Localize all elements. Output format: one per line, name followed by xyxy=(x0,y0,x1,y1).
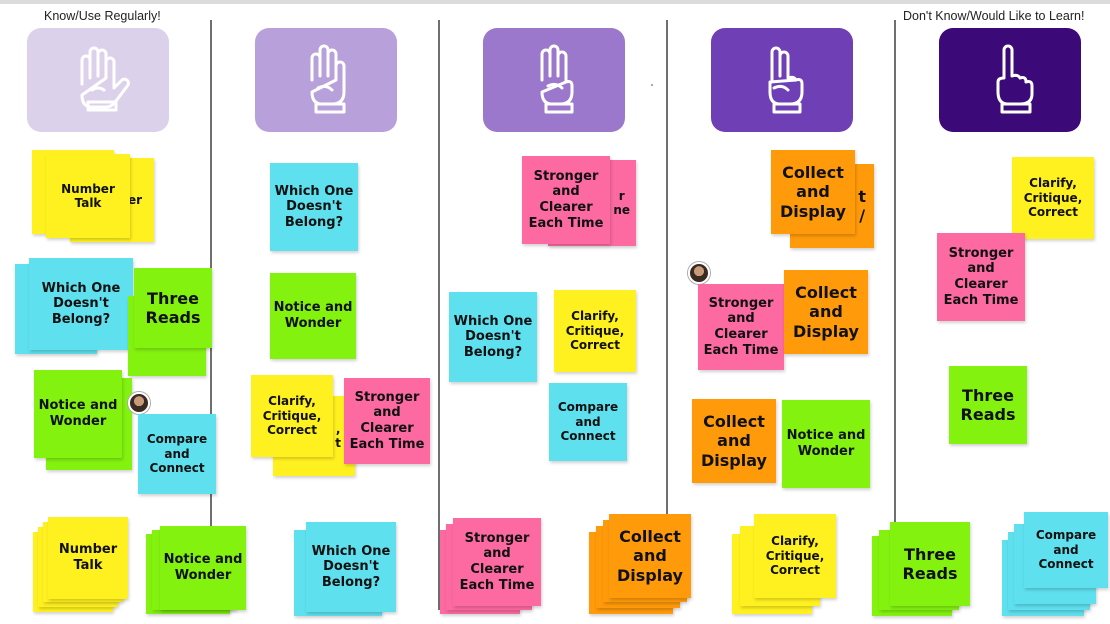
note-text: Three Reads xyxy=(145,288,201,327)
sticky-note-notice-wonder[interactable]: Notice and Wonder xyxy=(782,400,870,488)
sticky-note-notice-wonder[interactable]: Notice and Wonder xyxy=(160,526,246,610)
note-text: Number Talk xyxy=(61,181,115,210)
sticky-note-three-reads[interactable]: Three Reads xyxy=(890,522,970,606)
hand-box-five xyxy=(27,28,169,132)
note-text: t / xyxy=(858,186,866,225)
note-text: Which One Doesn't Belong? xyxy=(41,280,121,327)
sticky-note-collect[interactable]: Collect and Display xyxy=(771,150,855,234)
note-text: Compare and Connect xyxy=(146,432,208,476)
sticky-note-clarify[interactable]: Clarify, Critique, Correct xyxy=(251,375,333,457)
sticky-note-compare-connect[interactable]: Compare and Connect xyxy=(138,414,216,494)
sticky-note-stronger[interactable]: Stronger and Clearer Each Time xyxy=(344,378,430,464)
note-text: Three Reads xyxy=(960,385,1016,424)
note-text: Collect and Display xyxy=(793,283,859,341)
sticky-note-stronger[interactable]: Stronger and Clearer Each Time xyxy=(937,233,1025,321)
sticky-note-three-reads[interactable]: Three Reads xyxy=(134,268,212,348)
column-divider xyxy=(894,20,896,540)
sticky-note-notice-wonder[interactable]: Notice and Wonder xyxy=(34,370,122,458)
note-text: Stronger and Clearer Each Time xyxy=(703,295,779,358)
sticky-note-three-reads[interactable]: Three Reads xyxy=(949,366,1027,444)
note-text: Three Reads xyxy=(902,544,958,583)
one-finger-icon xyxy=(996,44,1034,114)
note-text: , t xyxy=(335,421,341,450)
note-text: Number Talk xyxy=(58,542,118,573)
hand-box-three xyxy=(483,28,625,132)
note-text: Compare and Connect xyxy=(1035,528,1097,572)
note-text: r ne xyxy=(613,188,630,217)
hand-box-one xyxy=(939,28,1081,132)
sticky-note-notice-wonder[interactable]: Notice and Wonder xyxy=(270,273,356,359)
board-top-edge xyxy=(0,0,1110,4)
know-use-label: Know/Use Regularly! xyxy=(44,9,161,23)
note-text: Collect and Display xyxy=(780,163,846,221)
note-text: Stronger and Clearer Each Time xyxy=(349,389,425,452)
note-text: er xyxy=(127,192,142,207)
sticky-note-number-talk[interactable]: Number Talk xyxy=(48,517,128,599)
dont-know-label: Don't Know/Would Like to Learn! xyxy=(903,9,1085,23)
note-text: Collect and Display xyxy=(701,412,767,470)
note-text: Collect and Display xyxy=(617,527,683,585)
sticky-note-stronger[interactable]: Stronger and Clearer Each Time xyxy=(522,156,610,244)
note-text: Stronger and Clearer Each Time xyxy=(943,245,1019,308)
stray-dot xyxy=(651,84,653,86)
sticky-note-collect[interactable]: Collect and Display xyxy=(609,514,691,598)
note-text: Which One Doesn't Belong? xyxy=(274,183,354,230)
sticky-note-clarify[interactable]: Clarify, Critique, Correct xyxy=(554,290,636,372)
sticky-note-which-one[interactable]: Which One Doesn't Belong? xyxy=(29,258,133,350)
note-text: Clarify, Critique, Correct xyxy=(262,394,322,438)
note-text: Clarify, Critique, Correct xyxy=(765,534,825,578)
sticky-note-clarify[interactable]: Clarify, Critique, Correct xyxy=(754,514,836,598)
sticky-note-stronger[interactable]: Stronger and Clearer Each Time xyxy=(453,518,541,606)
note-text: Notice and Wonder xyxy=(38,398,118,429)
note-text: Compare and Connect xyxy=(557,400,619,444)
note-text: Clarify, Critique, Correct xyxy=(565,309,625,353)
hand-box-four xyxy=(255,28,397,132)
three-fingers-icon xyxy=(540,44,574,114)
sticky-note-which-one[interactable]: Which One Doesn't Belong? xyxy=(449,292,537,382)
note-text: Clarify, Critique, Correct xyxy=(1023,176,1083,220)
sticky-note-compare-connect[interactable]: Compare and Connect xyxy=(1024,512,1108,588)
sticky-note-which-one[interactable]: Which One Doesn't Belong? xyxy=(306,522,396,612)
note-text: Stronger and Clearer Each Time xyxy=(459,530,535,593)
sticky-note-stronger[interactable]: Stronger and Clearer Each Time xyxy=(698,284,784,370)
note-text: Stronger and Clearer Each Time xyxy=(528,168,604,231)
collaborator-avatar[interactable] xyxy=(688,262,710,284)
sticky-note-collect[interactable]: Collect and Display xyxy=(784,270,868,354)
column-divider xyxy=(438,20,440,610)
collaborator-avatar[interactable] xyxy=(128,392,150,414)
hand-box-two xyxy=(711,28,853,132)
note-text: Which One Doesn't Belong? xyxy=(453,313,533,360)
three-fingers-icon xyxy=(310,44,346,114)
sticky-note-number-talk[interactable]: Number Talk xyxy=(46,154,130,238)
note-text: Notice and Wonder xyxy=(786,428,866,459)
sticky-note-collect[interactable]: Collect and Display xyxy=(692,399,776,483)
five-fingers-icon xyxy=(80,46,130,112)
sticky-note-clarify[interactable]: Clarify, Critique, Correct xyxy=(1012,157,1094,239)
note-text: Notice and Wonder xyxy=(273,300,353,331)
note-text: Which One Doesn't Belong? xyxy=(311,543,391,590)
note-text: Notice and Wonder xyxy=(163,552,243,583)
column-divider xyxy=(666,20,668,520)
sticky-note-compare-connect[interactable]: Compare and Connect xyxy=(549,383,627,461)
two-fingers-icon xyxy=(768,46,804,114)
sticky-note-which-one[interactable]: Which One Doesn't Belong? xyxy=(270,163,358,251)
